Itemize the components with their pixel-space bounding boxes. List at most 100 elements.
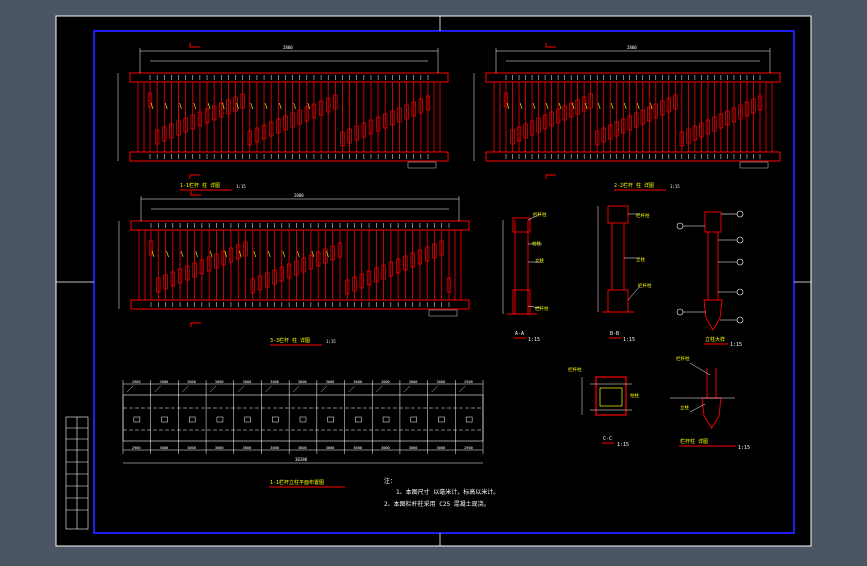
member-callout: 立柱 <box>535 257 544 264</box>
baluster <box>318 75 324 159</box>
bay-dimension: 3000 <box>326 446 335 450</box>
baluster <box>219 75 225 159</box>
post-footprint <box>410 416 418 423</box>
baluster <box>647 75 653 159</box>
baluster <box>549 75 554 159</box>
member-callout: 栏杆柱 <box>676 355 690 362</box>
baluster <box>529 75 536 159</box>
post-footprint <box>161 416 168 423</box>
baluster <box>192 223 198 307</box>
baluster <box>699 75 704 159</box>
baluster <box>568 75 575 159</box>
baluster <box>395 223 401 307</box>
baluster <box>418 75 424 159</box>
baluster <box>718 75 724 159</box>
plan-layout: 3828029002900300030003000300030003000300… <box>122 380 484 464</box>
baluster <box>183 75 188 159</box>
baluster <box>582 75 588 159</box>
baluster <box>233 75 239 159</box>
baluster <box>361 75 366 159</box>
bay-dimension: 3000 <box>409 380 418 384</box>
baluster <box>555 75 562 159</box>
member-callout: 立柱 <box>680 404 689 411</box>
baluster <box>240 75 245 159</box>
bay-dimension: 3000 <box>160 380 169 384</box>
baluster <box>634 75 640 159</box>
plan-total-dimension: 38280 <box>295 457 308 462</box>
baluster <box>206 223 213 307</box>
general-notes: 注： 1、本图尺寸 以毫米计，标高以米计。 2、本图栏杆柱采用 C25 混凝土现… <box>384 477 499 508</box>
plan-caption: 1-1栏杆立柱平面布置图 <box>270 479 324 486</box>
overall-dimension: 2800 <box>283 45 293 50</box>
bay-dimension: 3000 <box>436 380 445 384</box>
bay-dimension: 3000 <box>436 446 445 450</box>
bay-dimension: 3000 <box>270 446 279 450</box>
bay-dimension: 3000 <box>326 380 335 384</box>
dimension-lines <box>473 48 771 161</box>
baluster <box>337 223 343 307</box>
baluster <box>311 75 317 159</box>
baluster <box>243 223 248 307</box>
section-scale: 1:15 <box>623 337 635 343</box>
section-cut-marker <box>190 191 201 327</box>
baluster <box>347 75 352 159</box>
baluster <box>439 223 444 307</box>
baluster <box>390 75 395 159</box>
end-post <box>138 229 146 301</box>
baluster <box>276 75 282 159</box>
baluster <box>411 75 416 159</box>
bay-dimension: 3000 <box>187 446 196 450</box>
baluster <box>265 223 271 307</box>
baluster <box>523 75 528 159</box>
baluster <box>250 223 257 307</box>
detail-scale: 1:15 <box>730 342 742 348</box>
baluster <box>236 223 242 307</box>
baluster <box>366 223 372 307</box>
baluster <box>666 75 671 159</box>
baluster <box>595 75 601 159</box>
dimension-lines <box>118 196 460 309</box>
column-detail <box>703 211 723 331</box>
baluster <box>176 75 182 159</box>
end-post <box>433 81 441 153</box>
bay-dimension: 3000 <box>215 446 224 450</box>
view-tag <box>739 161 769 169</box>
post-footprint <box>244 416 251 423</box>
top-rail <box>130 220 470 231</box>
bay-dimension: 2900 <box>464 380 473 384</box>
baluster <box>510 75 515 159</box>
baluster <box>308 223 315 307</box>
baluster <box>404 75 409 159</box>
dimension-lines <box>117 48 439 161</box>
baluster <box>731 75 737 159</box>
baluster <box>199 223 205 307</box>
bay-dimension: 3000 <box>353 446 362 450</box>
baluster <box>425 75 431 159</box>
column-detail-markers <box>676 210 744 324</box>
baluster <box>614 75 619 159</box>
baluster <box>326 75 331 159</box>
elevation-scale: 1:15 <box>326 339 336 344</box>
baluster <box>381 223 386 307</box>
baluster <box>686 75 691 159</box>
baluster <box>588 75 593 159</box>
post-footprint <box>382 416 390 423</box>
baluster <box>725 75 730 159</box>
bay-dimension: 3000 <box>298 380 307 384</box>
baluster <box>340 75 345 159</box>
baluster <box>304 75 311 159</box>
baluster <box>301 223 306 307</box>
member-callout: 栏杆柱 <box>533 211 547 218</box>
bay-dimension: 3000 <box>160 446 169 450</box>
baluster <box>147 75 154 159</box>
